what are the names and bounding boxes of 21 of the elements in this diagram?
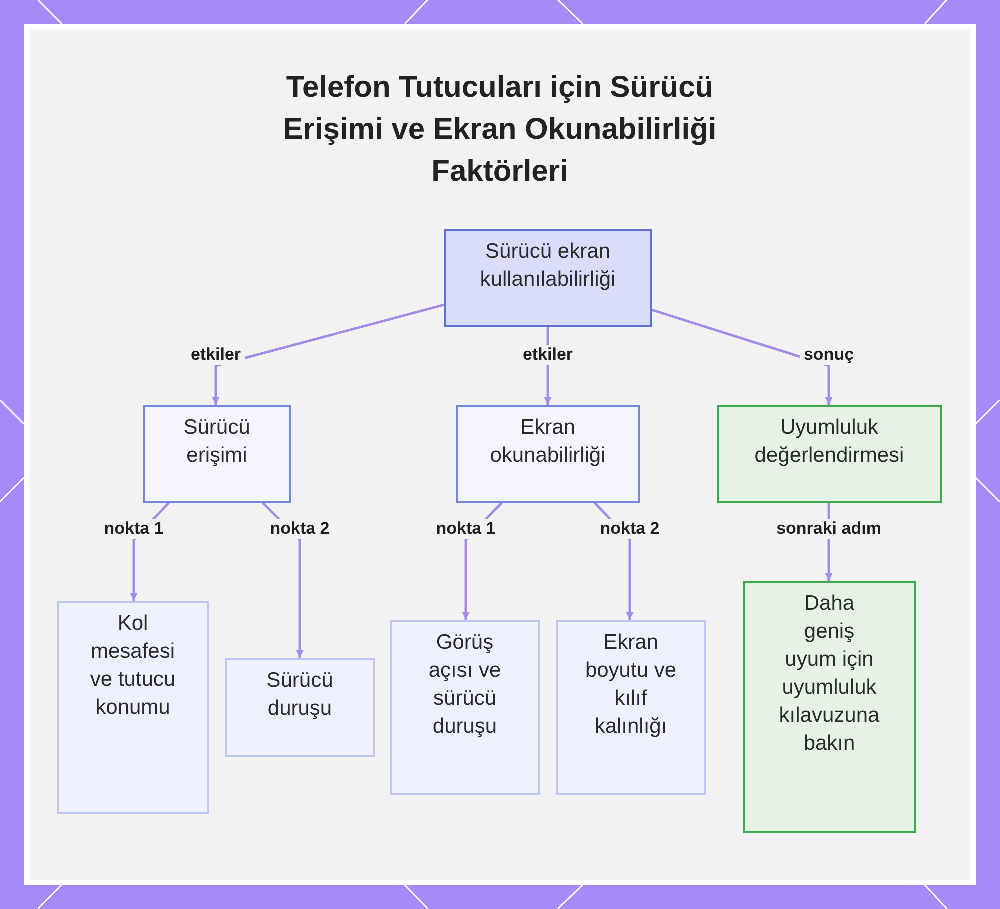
node-text: Uyumluluk değerlendirmesi [754,415,906,469]
arrow [652,308,833,405]
process-box [225,658,375,757]
process-box [143,405,291,503]
process-box [57,601,209,814]
process-box [743,581,916,833]
diagram-title: Telefon Tutucuları için Sürücü Erişimi ve Ekran Okunabilirliği Faktörleri [282,70,718,190]
node-text: Ekran boyutu ve kılıf kalınlığı [584,630,678,740]
node-text: Sürücü erişimi [182,415,252,469]
process-box [444,229,652,327]
node-text: Görüş açısı ve sürücü duruşu [428,630,502,740]
node-text: Daha geniş uyum için uyumluluk kılavuzuna bakın [778,591,881,757]
node-text: Sürücü ekran kullanılabilirliği [479,239,617,293]
process-box [456,405,640,503]
arrow [212,304,444,405]
process-box [390,620,540,795]
node-text: Kol mesafesi ve tutucu konumu [89,611,177,721]
process-box [556,620,706,795]
node-text: Ekran okunabilirliği [489,415,607,469]
process-box [717,405,942,503]
node-text: Sürücü duruşu [266,668,334,722]
